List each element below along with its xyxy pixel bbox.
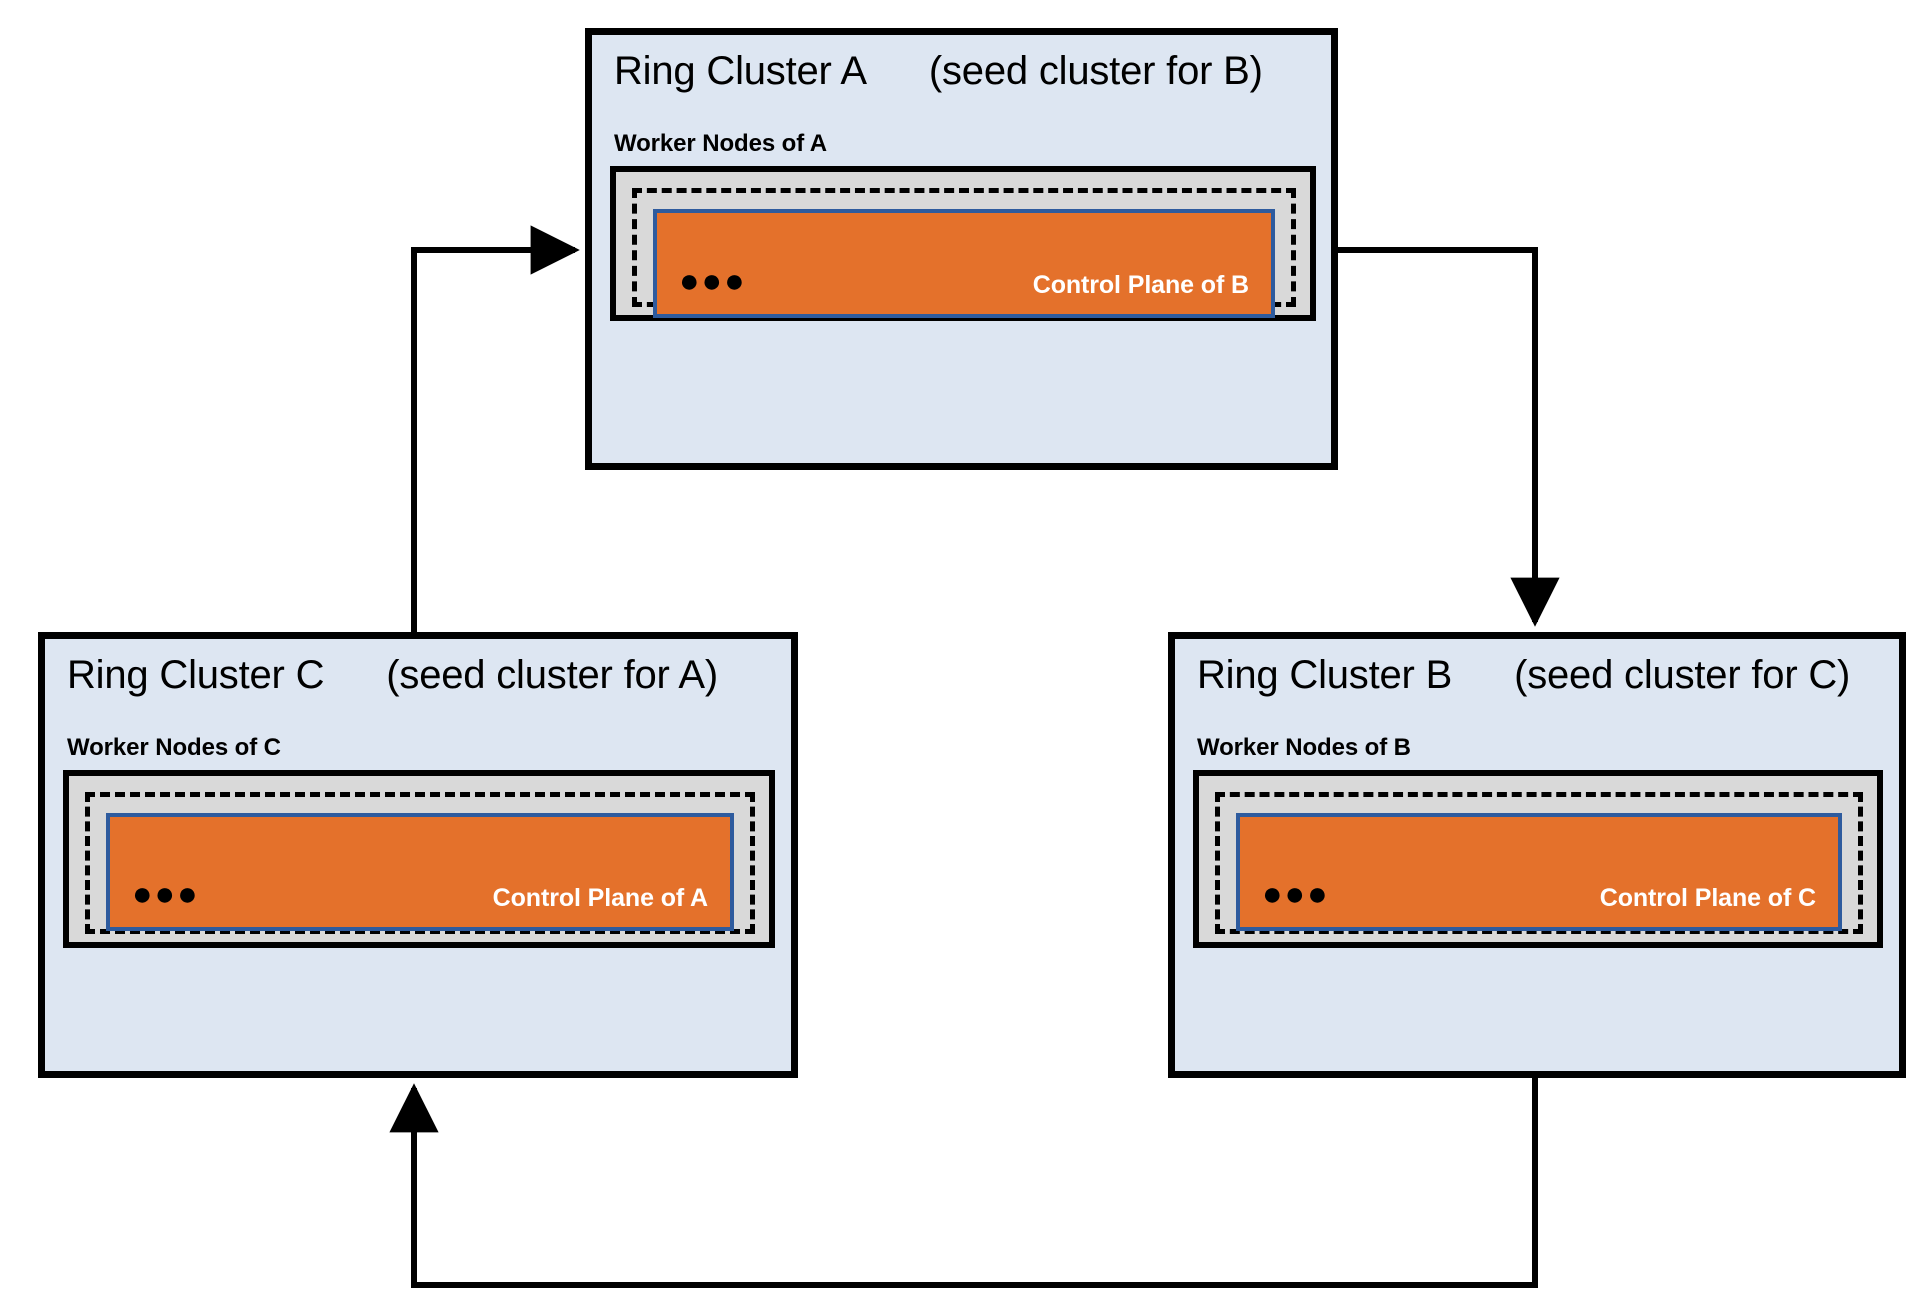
cluster-b-seed-note: (seed cluster for C) xyxy=(1514,653,1851,697)
cluster-b-worker-box: ●●● Control Plane of C xyxy=(1193,770,1883,948)
cluster-b-title-main: Ring Cluster B xyxy=(1197,653,1453,697)
cluster-c-control-plane-label: Control Plane of A xyxy=(492,884,708,912)
cluster-a-control-plane[interactable]: ●●● Control Plane of B xyxy=(653,209,1275,318)
cluster-c-worker-label: Worker Nodes of C xyxy=(67,734,281,761)
cluster-c-control-plane[interactable]: ●●● Control Plane of A xyxy=(106,813,734,931)
arrow-c-to-a xyxy=(411,225,580,632)
cluster-b-control-plane-label: Control Plane of C xyxy=(1599,884,1816,912)
cluster-a-control-plane-label: Control Plane of B xyxy=(1032,271,1249,299)
cluster-c-seed-note: (seed cluster for A) xyxy=(386,653,718,697)
cluster-b-ellipsis-dots: ●●● xyxy=(1262,875,1330,913)
ring-cluster-a[interactable]: Ring Cluster A (seed cluster for B) Work… xyxy=(585,28,1338,470)
arrow-b-to-c xyxy=(389,1078,1538,1288)
cluster-a-ellipsis-dots: ●●● xyxy=(679,262,747,300)
cluster-a-title-main: Ring Cluster A xyxy=(614,49,867,93)
cluster-c-worker-box: ●●● Control Plane of A xyxy=(63,770,775,948)
cluster-b-title: Ring Cluster B (seed cluster for C) xyxy=(1197,653,1850,698)
ring-cluster-b[interactable]: Ring Cluster B (seed cluster for C) Work… xyxy=(1168,632,1906,1078)
cluster-a-title: Ring Cluster A (seed cluster for B) xyxy=(614,49,1263,94)
cluster-a-seed-note: (seed cluster for B) xyxy=(928,49,1263,93)
cluster-a-worker-label: Worker Nodes of A xyxy=(614,130,827,157)
cluster-c-title: Ring Cluster C (seed cluster for A) xyxy=(67,653,718,698)
arrow-a-to-b xyxy=(1338,247,1560,627)
cluster-c-title-main: Ring Cluster C xyxy=(67,653,325,697)
cluster-c-dashed-box: ●●● Control Plane of A xyxy=(85,792,755,934)
cluster-b-dashed-box: ●●● Control Plane of C xyxy=(1215,792,1863,934)
cluster-a-dashed-box: ●●● Control Plane of B xyxy=(632,188,1296,318)
cluster-c-ellipsis-dots: ●●● xyxy=(132,875,200,913)
ring-cluster-c[interactable]: Ring Cluster C (seed cluster for A) Work… xyxy=(38,632,798,1078)
cluster-a-worker-box: ●●● Control Plane of B xyxy=(610,166,1316,321)
cluster-b-worker-label: Worker Nodes of B xyxy=(1197,734,1411,761)
cluster-b-control-plane[interactable]: ●●● Control Plane of C xyxy=(1236,813,1842,931)
